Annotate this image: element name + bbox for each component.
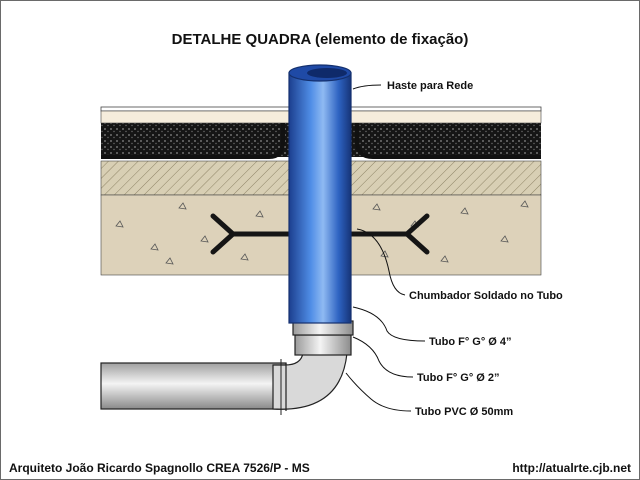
footer-bar: Arquiteto João Ricardo Spagnollo CREA 75…: [1, 459, 639, 479]
left-asphalt-edge: [101, 123, 285, 159]
author-credit: Arquiteto João Ricardo Spagnollo CREA 75…: [9, 461, 310, 475]
website-link[interactable]: http://atualrte.cjb.net: [512, 461, 631, 475]
leader-lines: [345, 84, 426, 412]
label-tubo-4: Tubo F° G° Ø 4”: [429, 336, 512, 348]
label-tubo-2: Tubo F° G° Ø 2”: [417, 372, 500, 384]
label-chumbador: Chumbador Soldado no Tubo: [409, 290, 563, 302]
diagram-title: DETALHE QUADRA (elemento de fixação): [171, 31, 469, 48]
steel-pipe-4in: [288, 64, 352, 324]
label-haste: Haste para Rede: [387, 80, 473, 92]
pvc-pipe: [100, 320, 354, 415]
label-pvc: Tubo PVC Ø 50mm: [415, 406, 513, 418]
right-asphalt-edge: [355, 123, 541, 159]
